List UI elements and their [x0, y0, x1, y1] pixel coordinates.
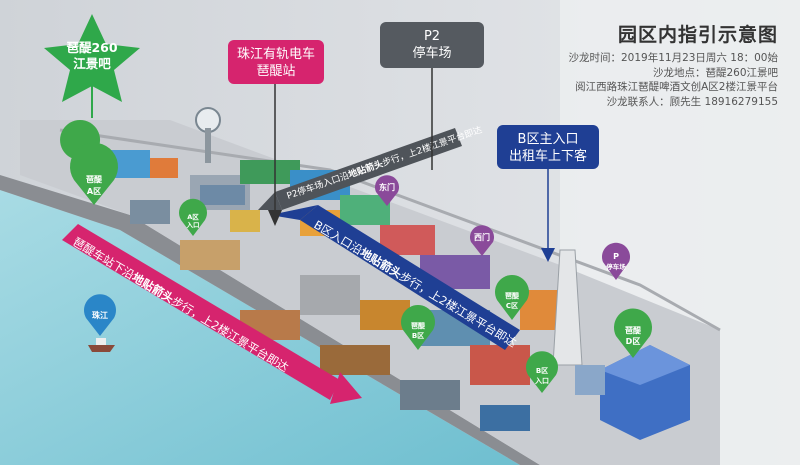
pin-parking-label: 停车场: [606, 262, 626, 271]
pin-b-entry-line1: B区: [536, 367, 548, 375]
pin-parking-p: P: [613, 252, 619, 261]
pin-east-gate[interactable]: 东门: [375, 175, 399, 206]
pin-east-gate-label: 东门: [379, 182, 395, 192]
pin-b-zone-line2: B区: [412, 332, 424, 340]
pin-a-entry-line2: 入口: [186, 221, 200, 229]
pin-d-zone[interactable]: 琶醍 D区: [614, 308, 652, 358]
callout-b-entrance-line1: B区主入口: [517, 132, 579, 147]
pin-west-gate[interactable]: 西门: [470, 225, 494, 256]
callout-p2-parking[interactable]: P2 停车场: [380, 22, 484, 68]
pin-parking[interactable]: P 停车场: [602, 242, 631, 280]
boat: [88, 338, 115, 352]
info-address: 阅江西路珠江琶醍啤酒文创A区2楼江景平台: [575, 81, 778, 93]
callout-tram-line2: 琶醍站: [256, 64, 296, 79]
info-panel: 园区内指引示意图 沙龙时间：2019年11月23日周六 18：00始 沙龙地点：…: [478, 20, 778, 109]
pin-pearl-river-label: 珠江: [92, 310, 108, 320]
pin-a-zone-line2: A区: [87, 187, 101, 196]
pin-b-zone-line1: 琶醍: [411, 321, 426, 330]
pin-c-zone-line2: C区: [506, 302, 518, 310]
pin-d-zone-line2: D区: [626, 337, 641, 346]
star-260-bar-icon: [44, 14, 140, 102]
info-title: 园区内指引示意图: [617, 24, 778, 46]
pin-a-zone-line1: 琶醍: [86, 174, 103, 184]
callout-b-entrance-line2: 出租车上下客: [508, 149, 587, 164]
callout-tram-station[interactable]: 珠江有轨电车 琶醍站: [228, 40, 324, 84]
pin-west-gate-label: 西门: [474, 232, 490, 242]
star-260-bar-label: 琶醍260 江景吧: [52, 40, 132, 72]
info-location: 沙龙地点：琶醍260江景吧: [652, 66, 778, 79]
callout-p2-line1: P2: [423, 29, 441, 44]
callout-tram-line1: 珠江有轨电车: [236, 47, 315, 62]
pin-b-entry-line2: 入口: [534, 377, 549, 385]
pin-c-zone[interactable]: 琶醍 C区: [495, 275, 529, 320]
star-line2: 江景吧: [73, 56, 111, 71]
pin-pearl-river[interactable]: 珠江: [83, 294, 116, 336]
pin-a-entry-line1: A区: [187, 213, 199, 221]
info-contact: 沙龙联系人：顾先生 18916279155: [606, 95, 778, 108]
callout-b-entrance[interactable]: B区主入口 出租车上下客: [497, 125, 599, 169]
pin-b-entry[interactable]: B区 入口: [526, 351, 558, 393]
pin-c-zone-line1: 琶醍: [505, 291, 520, 300]
pin-a-entry[interactable]: A区 入口: [179, 198, 208, 236]
pin-b-zone[interactable]: 琶醍 B区: [401, 304, 435, 350]
star-line1: 琶醍260: [66, 40, 118, 55]
pin-a-zone[interactable]: 琶醍 A区: [60, 120, 118, 205]
pin-d-zone-line1: 琶醍: [625, 325, 642, 335]
info-time: 沙龙时间：2019年11月23日周六 18：00始: [568, 52, 778, 64]
callout-p2-line2: 停车场: [412, 46, 452, 61]
d-zone-building: [575, 345, 690, 440]
